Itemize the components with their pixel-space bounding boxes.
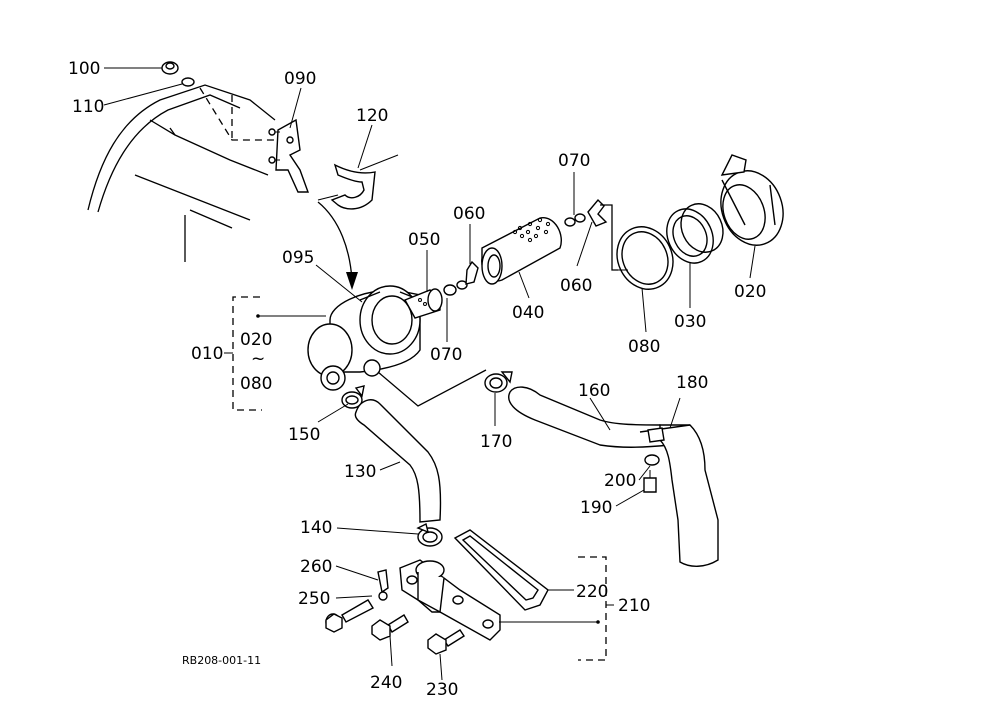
hose-clamp-140 (416, 522, 443, 547)
assembly-guides (600, 204, 628, 271)
range-tilde: ~ (251, 349, 265, 369)
callout-250: 250 (298, 589, 330, 609)
air-cleaner-body (307, 285, 421, 391)
callout-210: 210 (618, 596, 650, 616)
callout-230: 230 (426, 680, 458, 700)
callout-100: 100 (68, 59, 100, 79)
cover-020 (720, 154, 784, 246)
group-bracket-010 (224, 296, 326, 411)
hose-130 (354, 399, 442, 523)
callout-190: 190 (580, 498, 612, 518)
wing-nut-070-right (564, 213, 586, 227)
callout-070-upper: 070 (558, 151, 590, 171)
drawing-code: RB208-001-11 (182, 654, 261, 667)
callout-020: 020 (734, 282, 766, 302)
callout-040: 040 (512, 303, 544, 323)
callout-050: 050 (408, 230, 440, 250)
pin-260 (377, 569, 389, 601)
callout-095: 095 (282, 248, 314, 268)
intake-manifold-210 (399, 559, 501, 641)
hose-clamp-150 (341, 385, 365, 409)
callout-070-lower: 070 (430, 345, 462, 365)
callout-140: 140 (300, 518, 332, 538)
washer-200 (644, 454, 660, 466)
callout-150: 150 (288, 425, 320, 445)
callout-130: 130 (344, 462, 376, 482)
callout-060-lower: 060 (560, 276, 592, 296)
callout-160: 160 (578, 381, 610, 401)
washer-110 (181, 77, 195, 87)
callout-090: 090 (284, 69, 316, 89)
callout-240: 240 (370, 673, 402, 693)
callout-010: 010 (191, 344, 223, 364)
tube-connection (377, 369, 487, 407)
callout-110: 110 (72, 97, 104, 117)
inner-element-050 (404, 288, 443, 319)
group-bracket-210 (578, 556, 614, 661)
bolt-190 (643, 470, 657, 493)
callout-020-range: 020 (240, 330, 272, 350)
outer-element-040 (481, 217, 562, 285)
callout-080: 080 (628, 337, 660, 357)
install-arrow (317, 201, 358, 290)
nut-100 (161, 61, 179, 75)
pipe-180 (639, 424, 719, 567)
hood-outline (87, 84, 280, 262)
gasket-060-right (587, 198, 608, 227)
o-ring-080 (616, 226, 674, 290)
band-030 (666, 203, 724, 264)
callout-200: 200 (604, 471, 636, 491)
gasket-060-left (465, 260, 479, 285)
callout-220: 220 (576, 582, 608, 602)
leader-lines (103, 67, 756, 681)
callout-260: 260 (300, 557, 332, 577)
callout-030: 030 (674, 312, 706, 332)
bolt-250 (325, 599, 374, 633)
callout-170: 170 (480, 432, 512, 452)
callout-080-range: 080 (240, 374, 272, 394)
hose-clamp-170 (484, 371, 513, 393)
gasket-220 (453, 529, 549, 611)
band-clamp-120 (317, 154, 399, 210)
callout-060-upper: 060 (453, 204, 485, 224)
callout-180: 180 (676, 373, 708, 393)
wing-nut-070-left (443, 280, 468, 296)
bracket-090 (268, 118, 309, 193)
callout-120: 120 (356, 106, 388, 126)
bolt-230 (427, 629, 465, 655)
